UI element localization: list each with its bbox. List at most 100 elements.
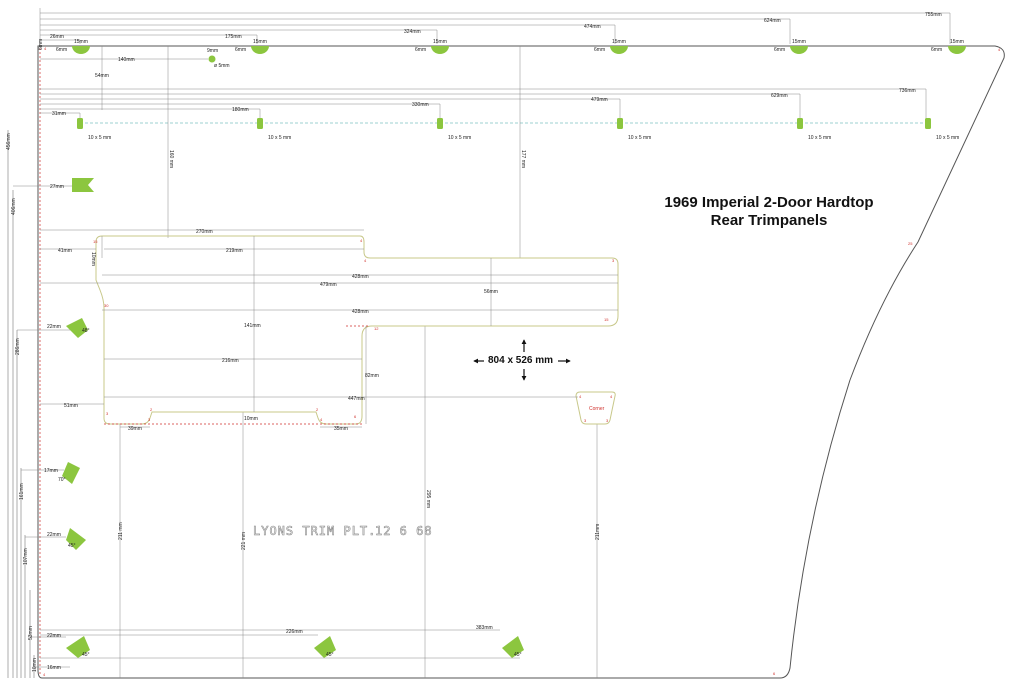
- w-447: 447mm: [348, 396, 365, 402]
- edge-gap-6: 6mm: [931, 47, 942, 53]
- lv-161: 161mm: [19, 483, 25, 500]
- w-216: 216mm: [222, 358, 239, 364]
- second-dimension-stack: [40, 88, 927, 118]
- clip-w-4: 15mm: [612, 39, 626, 45]
- clip-383: 383mm: [476, 625, 493, 631]
- clip-22a: 22mm: [47, 324, 61, 330]
- svg-text:6: 6: [354, 414, 357, 419]
- w-219: 219mm: [226, 248, 243, 254]
- clip-22b: 22mm: [47, 532, 61, 538]
- svg-text:15: 15: [604, 317, 609, 322]
- left-clip-horizontal-lines: [13, 185, 520, 668]
- svg-text:2: 2: [316, 407, 319, 412]
- edge-gap-5: 6mm: [774, 47, 785, 53]
- dim-624: 624mm: [764, 18, 781, 24]
- corner-marks: 4 4 15 4 4 3 30 15 12 3 2 2 3 6 4 4 4 3 …: [43, 46, 1001, 677]
- clip-17: 17mm: [44, 468, 58, 474]
- svg-text:25: 25: [908, 241, 913, 246]
- slots: [77, 118, 931, 129]
- w-479: 479mm: [320, 282, 337, 288]
- v-221: 221 mm: [241, 532, 247, 550]
- svg-text:4: 4: [320, 417, 323, 422]
- svg-text:4: 4: [43, 672, 46, 677]
- svg-text:4: 4: [44, 46, 47, 51]
- slot-label-2: 10 x 5 mm: [268, 135, 291, 141]
- dim2-31: 31mm: [52, 111, 66, 117]
- clip-w-1: 15mm: [74, 39, 88, 45]
- svg-text:3: 3: [612, 258, 615, 263]
- dim-26: 26mm: [50, 34, 64, 40]
- stamp-left: LYONS TRIM PLT.: [253, 524, 377, 539]
- top-clips: [72, 46, 966, 54]
- clip-w-2: 15mm: [253, 39, 267, 45]
- edge-gap-2: 6mm: [235, 47, 246, 53]
- angle-45d: 45°: [514, 652, 522, 658]
- mount-hole: [208, 55, 216, 63]
- overall-size: 804 x 526 mm: [488, 355, 554, 366]
- left-clip-flags: [62, 178, 524, 658]
- long-verticals: [119, 46, 598, 678]
- clip-226: 226mm: [286, 629, 303, 635]
- lv-107: 107mm: [23, 548, 29, 565]
- clip-w-5: 15mm: [792, 39, 806, 45]
- svg-text:15: 15: [93, 239, 98, 244]
- corner-label: Corner: [589, 406, 605, 412]
- w-428b: 428mm: [352, 309, 369, 315]
- angle-45b: 45°: [82, 652, 90, 658]
- lv-406: 406mm: [11, 198, 17, 215]
- v-177: 177 mm: [520, 150, 526, 168]
- svg-text:3: 3: [606, 418, 609, 423]
- angle-45c: 45°: [326, 652, 334, 658]
- svg-text:4: 4: [360, 238, 363, 243]
- lv-286: 286mm: [15, 338, 21, 355]
- clip-22c: 22mm: [47, 633, 61, 639]
- angle-70: 70°: [58, 477, 66, 483]
- hole-label: 9mm: [207, 48, 218, 54]
- w-270: 270mm: [196, 229, 213, 235]
- h-56: 56mm: [484, 289, 498, 295]
- w-39: 39mm: [128, 426, 142, 432]
- dim2-180: 180mm: [232, 107, 249, 113]
- dim-175: 175mm: [225, 34, 242, 40]
- v-295: 295 mm: [425, 490, 431, 508]
- angle-48: 48°: [82, 328, 90, 334]
- lv-456: 456mm: [6, 133, 12, 150]
- dim2-330: 330mm: [412, 102, 429, 108]
- dim-54: 54mm: [95, 73, 109, 79]
- svg-text:2: 2: [150, 407, 153, 412]
- dim2-736: 736mm: [899, 88, 916, 94]
- title-line-1: 1969 Imperial 2-Door Hardtop: [664, 194, 874, 211]
- v-211b: 211mm: [595, 524, 601, 540]
- w-10: 10mm: [244, 416, 258, 422]
- size-arrows: [473, 339, 571, 381]
- svg-text:12: 12: [374, 326, 379, 331]
- clip-w-6: 15mm: [950, 39, 964, 45]
- slot-label-5: 10 x 5 mm: [808, 135, 831, 141]
- svg-text:3: 3: [106, 411, 109, 416]
- w-35: 35mm: [334, 426, 348, 432]
- title-line-2: Rear Trimpanels: [710, 212, 828, 229]
- svg-text:6: 6: [773, 671, 776, 676]
- w-51: 51mm: [64, 403, 78, 409]
- slot-label-1: 10 x 5 mm: [88, 135, 111, 141]
- dim-474: 474mm: [584, 24, 601, 30]
- v-160: 160 mm: [168, 150, 174, 168]
- w-41: 41mm: [58, 248, 72, 254]
- panel-outline: [37, 45, 1005, 679]
- lv-10: 10mm: [32, 658, 38, 672]
- corner-cutout: [575, 391, 616, 425]
- svg-text:3: 3: [148, 417, 151, 422]
- stamp-right: 12 6 68: [375, 524, 433, 539]
- dim-324: 324mm: [404, 29, 421, 35]
- slot-label-4: 10 x 5 mm: [628, 135, 651, 141]
- h-82: 82mm: [365, 373, 379, 379]
- slot-label-3: 10 x 5 mm: [448, 135, 471, 141]
- clip-27: 27mm: [50, 184, 64, 190]
- lv-53: 53mm: [28, 626, 34, 640]
- svg-text:4: 4: [610, 394, 613, 399]
- svg-text:4: 4: [579, 394, 582, 399]
- edge-gap-1: 6mm: [56, 47, 67, 53]
- h-141: 141mm: [244, 323, 261, 329]
- svg-text:4: 4: [998, 47, 1001, 52]
